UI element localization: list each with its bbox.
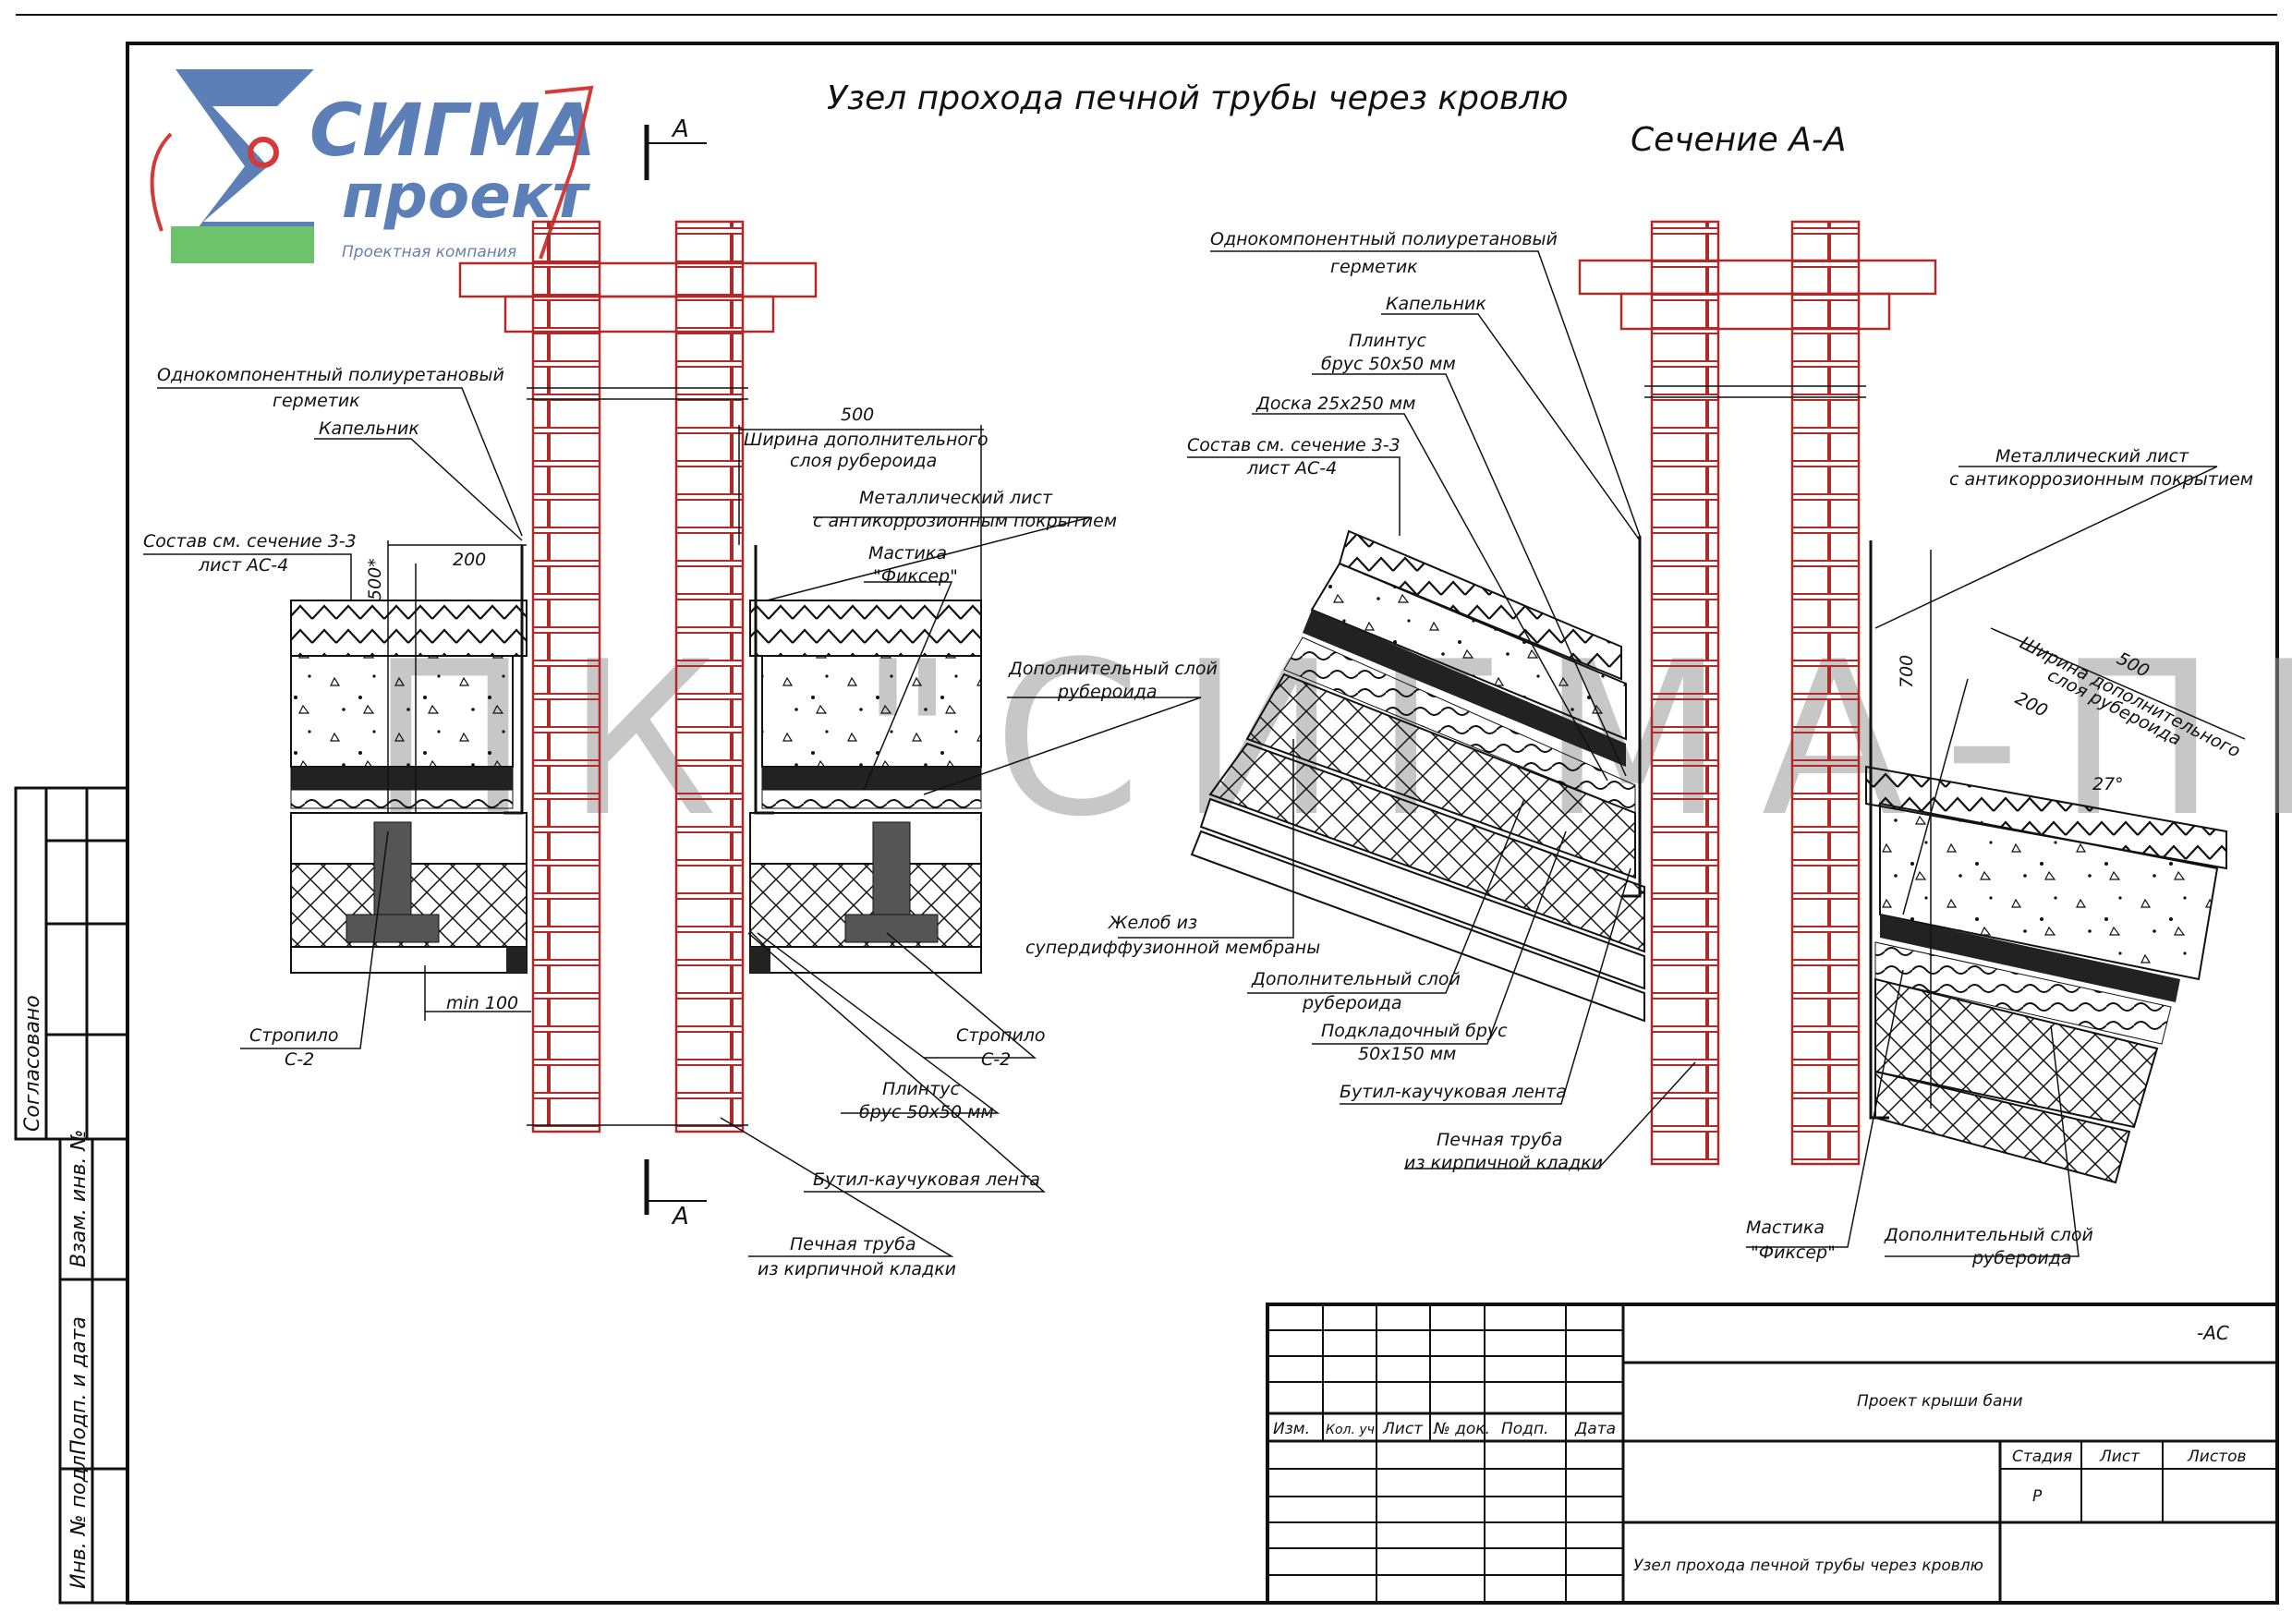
side-stamp bbox=[14, 786, 129, 1605]
logo-green-bar bbox=[171, 226, 314, 263]
svg-text:А: А bbox=[671, 1203, 689, 1230]
left-composition-label: Состав см. сечение 3-3 bbox=[143, 531, 357, 551]
tb-stage-label: Стадия bbox=[2012, 1448, 2072, 1466]
tb-stage-value: Р bbox=[2032, 1487, 2043, 1506]
r-gutter-label: Желоб из bbox=[1108, 913, 1197, 933]
tb-project: Проект крыши бани bbox=[1857, 1392, 2023, 1411]
left-extra-layer-label-2: рубероида bbox=[1057, 682, 1158, 702]
left-extra-width-label: Ширина дополнительного bbox=[744, 430, 988, 450]
left-drip-label: Капельник bbox=[319, 418, 419, 439]
left-dim-min100: min 100 bbox=[446, 993, 518, 1013]
left-composition-label-2: лист АС-4 bbox=[198, 555, 288, 576]
tb-col-izm: Изм. bbox=[1273, 1420, 1310, 1438]
left-mastic-label: Мастика bbox=[868, 543, 947, 564]
left-butyl-label: Бутил-каучуковая лента bbox=[813, 1170, 1040, 1190]
left-rafter-label: Стропило bbox=[249, 1025, 339, 1046]
r-chimney-label: Печная труба bbox=[1437, 1130, 1562, 1150]
tb-col-doc: № док. bbox=[1433, 1420, 1490, 1438]
tb-code: -АС bbox=[2197, 1322, 2229, 1344]
left-sealant-label-2: герметик bbox=[273, 391, 360, 411]
side-agreed-label: Согласовано bbox=[21, 995, 44, 1132]
left-plinth-label-2: брус 50х50 мм bbox=[859, 1102, 994, 1122]
side-sign-date-label: Подп. и дата bbox=[67, 1316, 91, 1455]
r-extra-layer-label: Дополнительный слой bbox=[1251, 969, 1461, 989]
left-metal-sheet-label: Металлический лист bbox=[859, 488, 1053, 508]
r-sealant-label-2: герметик bbox=[1330, 257, 1418, 277]
left-dim-500v: 500* bbox=[365, 558, 385, 600]
r-lining-bar-label-2: 50х150 мм bbox=[1358, 1044, 1456, 1064]
r-chimney-label-2: из кирпичной кладки bbox=[1404, 1153, 1603, 1173]
tb-sheet-label: Лист bbox=[2099, 1448, 2140, 1466]
r-composition-label-2: лист АС-4 bbox=[1246, 458, 1337, 479]
side-inv-orig-label: Инв. № подл. bbox=[67, 1448, 91, 1589]
left-roof-layers-a bbox=[290, 545, 528, 974]
logo-red-node bbox=[248, 137, 279, 168]
r-dim-700: 700 bbox=[1897, 655, 1917, 688]
left-extra-layer-label: Дополнительный слой bbox=[1008, 659, 1218, 679]
left-metal-sheet-label-2: с антикоррозионным покрытием bbox=[813, 511, 1117, 531]
tb-col-list: Лист bbox=[1382, 1420, 1424, 1438]
left-chimney bbox=[458, 220, 818, 1133]
left-leaders bbox=[143, 387, 1202, 1257]
r-plinth-label: Плинтус bbox=[1349, 331, 1427, 351]
left-dim-500: 500 bbox=[841, 405, 874, 425]
tb-col-kol: Кол. уч bbox=[1326, 1423, 1375, 1437]
left-roof-layers-b bbox=[749, 545, 982, 974]
right-rafter-label-2: С-2 bbox=[981, 1049, 1011, 1070]
svg-text:А: А bbox=[671, 115, 689, 143]
right-roof-slope-right bbox=[1865, 540, 2227, 1184]
r-plinth-label-2: брус 50х50 мм bbox=[1321, 354, 1456, 374]
r-mastic-label-2: "Фиксер" bbox=[1751, 1242, 1836, 1263]
left-mastic-label-2: "Фиксер" bbox=[873, 566, 958, 587]
section-mark-top: А bbox=[644, 115, 707, 180]
r-extra-layer2-label-2: рубероида bbox=[1971, 1248, 2072, 1268]
tb-col-date: Дата bbox=[1574, 1420, 1616, 1438]
side-inv-repl-label: Взам. инв. № bbox=[67, 1130, 91, 1267]
r-gutter-label-2: супердиффузионной мембраны bbox=[1025, 938, 1320, 958]
right-chimney bbox=[1578, 220, 1937, 1166]
left-sealant-label: Однокомпонентный полиуретановый bbox=[157, 365, 504, 385]
r-board-label: Доска 25х250 мм bbox=[1255, 394, 1415, 414]
r-sealant-label: Однокомпонентный полиуретановый bbox=[1210, 229, 1558, 249]
r-mastic-label: Мастика bbox=[1746, 1218, 1825, 1238]
logo-tagline: Проектная компания bbox=[342, 243, 516, 261]
section-mark-bottom: А bbox=[644, 1159, 707, 1230]
logo-red-arc bbox=[150, 132, 173, 232]
left-rafter-label-2: С-2 bbox=[285, 1049, 314, 1070]
left-dim-200: 200 bbox=[453, 550, 486, 570]
left-plinth-label: Плинтус bbox=[882, 1079, 961, 1099]
drawing-title: Узел прохода печной трубы через кровлю bbox=[827, 79, 1569, 117]
r-metal-sheet-label: Металлический лист bbox=[1995, 446, 2189, 467]
right-leaders bbox=[1118, 250, 2246, 1257]
left-chimney-label-2: из кирпичной кладки bbox=[758, 1259, 956, 1279]
left-extra-width-label-2: слоя рубероида bbox=[790, 451, 937, 471]
section-title: Сечение А-А bbox=[1631, 121, 1846, 159]
tb-sheet-name: Узел прохода печной трубы через кровлю bbox=[1633, 1557, 1983, 1575]
r-composition-label: Состав см. сечение 3-3 bbox=[1187, 435, 1401, 455]
tb-sheets-label: Листов bbox=[2187, 1448, 2247, 1466]
logo-line2: проект bbox=[342, 161, 591, 232]
company-logo: СИГМА проект Проектная компания bbox=[150, 69, 596, 263]
logo-line1: СИГМА bbox=[309, 90, 596, 173]
r-butyl-label: Бутил-каучуковая лента bbox=[1340, 1082, 1567, 1102]
logo-red-stroke bbox=[539, 85, 594, 260]
tb-col-sign: Подп. bbox=[1501, 1420, 1548, 1438]
r-extra-layer-label-2: рубероида bbox=[1302, 993, 1402, 1013]
r-extra-layer2-label: Дополнительный слой bbox=[1884, 1225, 2093, 1245]
r-lining-bar-label: Подкладочный брус bbox=[1321, 1021, 1508, 1041]
r-metal-sheet-label-2: с антикоррозионным покрытием bbox=[1949, 469, 2253, 490]
right-rafter-label: Стропило bbox=[956, 1025, 1046, 1046]
left-chimney-label: Печная труба bbox=[790, 1234, 916, 1254]
r-drip-label: Капельник bbox=[1386, 294, 1486, 314]
title-block bbox=[1266, 1303, 2279, 1605]
r-angle-label: 27° bbox=[2092, 774, 2124, 794]
right-roof-slope-left bbox=[1190, 529, 1645, 1023]
